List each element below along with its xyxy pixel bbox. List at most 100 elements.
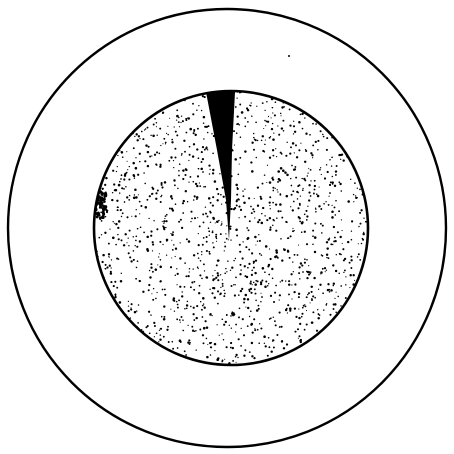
stipple-dot [217, 290, 219, 292]
stipple-dot [134, 136, 135, 137]
stipple-dot [230, 270, 231, 271]
stipple-dot [317, 309, 318, 310]
stipple-dot [314, 222, 316, 224]
stipple-dot [139, 213, 140, 214]
stipple-dot [134, 311, 137, 314]
stipple-dot [162, 112, 164, 114]
stipple-dot [206, 326, 209, 329]
stipple-dot [202, 305, 204, 307]
stipple-dot [223, 339, 224, 340]
stipple-dot [141, 131, 143, 133]
stipple-dot [176, 109, 178, 111]
stipple-dot [306, 271, 308, 273]
stipple-dot [172, 348, 174, 350]
stipple-dot [232, 347, 234, 349]
stipple-dot [312, 157, 313, 158]
stipple-dot [214, 350, 215, 351]
stipple-dot [213, 246, 215, 248]
stipple-dot [164, 218, 165, 219]
stipple-dot [173, 297, 176, 300]
stipple-dot [236, 235, 238, 237]
stipple-dot [291, 284, 292, 285]
stipple-dot [292, 230, 294, 232]
stipple-dot [238, 217, 239, 218]
stipple-dot [310, 180, 311, 181]
stipple-dot [135, 278, 137, 280]
stipple-dot [276, 251, 278, 253]
stipple-dot [112, 237, 115, 240]
stipple-dot [180, 322, 181, 323]
stipple-dot [237, 357, 238, 358]
stipple-dot [222, 360, 224, 362]
stipple-dot [116, 200, 118, 202]
stipple-dot [291, 165, 293, 167]
stipple-dot [203, 116, 206, 119]
stipple-dot [205, 320, 207, 322]
stipple-dot [149, 276, 151, 278]
stipple-dot [105, 268, 107, 270]
stipple-dot [202, 95, 204, 97]
stipple-dot [226, 225, 227, 226]
stipple-dot [299, 204, 301, 206]
stipple-dot [315, 211, 317, 213]
stipple-dot [98, 237, 100, 239]
stipple-dot [254, 288, 256, 290]
stipple-dot [139, 161, 141, 163]
stipple-dot [273, 220, 275, 222]
stipple-dot [152, 250, 153, 251]
stipple-dot [239, 104, 241, 106]
stipple-dot [113, 183, 115, 185]
stipple-dot [156, 126, 157, 127]
stipple-dot [306, 243, 308, 245]
stipple-dot [299, 340, 301, 342]
stipple-dot [355, 197, 357, 199]
stipple-dot [264, 144, 266, 146]
stipple-dot [221, 333, 222, 334]
stipple-dot [288, 280, 290, 282]
stipple-dot [358, 243, 359, 244]
stipple-dot [256, 309, 259, 312]
stipple-dot [323, 136, 325, 138]
edge-speckle-dot [98, 214, 100, 216]
stipple-dot [245, 294, 248, 297]
stipple-dot [298, 338, 299, 339]
stipple-dot [159, 166, 161, 168]
stipple-dot [119, 181, 121, 183]
stipple-dot [286, 174, 289, 177]
edge-speckle-dot [102, 188, 104, 190]
stipple-dot [322, 292, 324, 294]
stipple-dot [274, 292, 276, 294]
stipple-dot [333, 282, 335, 284]
stipple-dot [275, 230, 277, 232]
stipple-dot [228, 362, 231, 365]
stipple-dot [145, 326, 147, 328]
stipple-dot [233, 130, 235, 132]
stipple-dot [282, 120, 284, 122]
stipple-dot [268, 283, 269, 284]
stipple-dot [175, 248, 177, 250]
stipple-dot [345, 297, 347, 299]
stipple-dot [136, 326, 138, 328]
stipple-dot [217, 199, 219, 201]
stipple-dot [217, 357, 219, 359]
stipple-dot [260, 301, 261, 302]
stipple-dot [166, 214, 168, 216]
stipple-dot [96, 251, 98, 253]
stipple-dot [347, 241, 349, 243]
stipple-dot [121, 174, 123, 176]
stipple-dot [189, 176, 191, 178]
stipple-dot [258, 234, 259, 235]
stipple-dot [133, 197, 136, 200]
stipple-dot [123, 188, 125, 190]
stipple-dot [202, 158, 204, 160]
stipple-dot [103, 277, 105, 279]
stipple-dot [269, 248, 270, 249]
stipple-dot [189, 146, 191, 148]
stipple-dot [280, 152, 282, 154]
stipple-dot [156, 292, 157, 293]
edge-speckle-dot [92, 195, 94, 197]
stipple-dot [321, 232, 323, 234]
stipple-dot [176, 301, 178, 303]
stipple-dot [328, 257, 330, 259]
